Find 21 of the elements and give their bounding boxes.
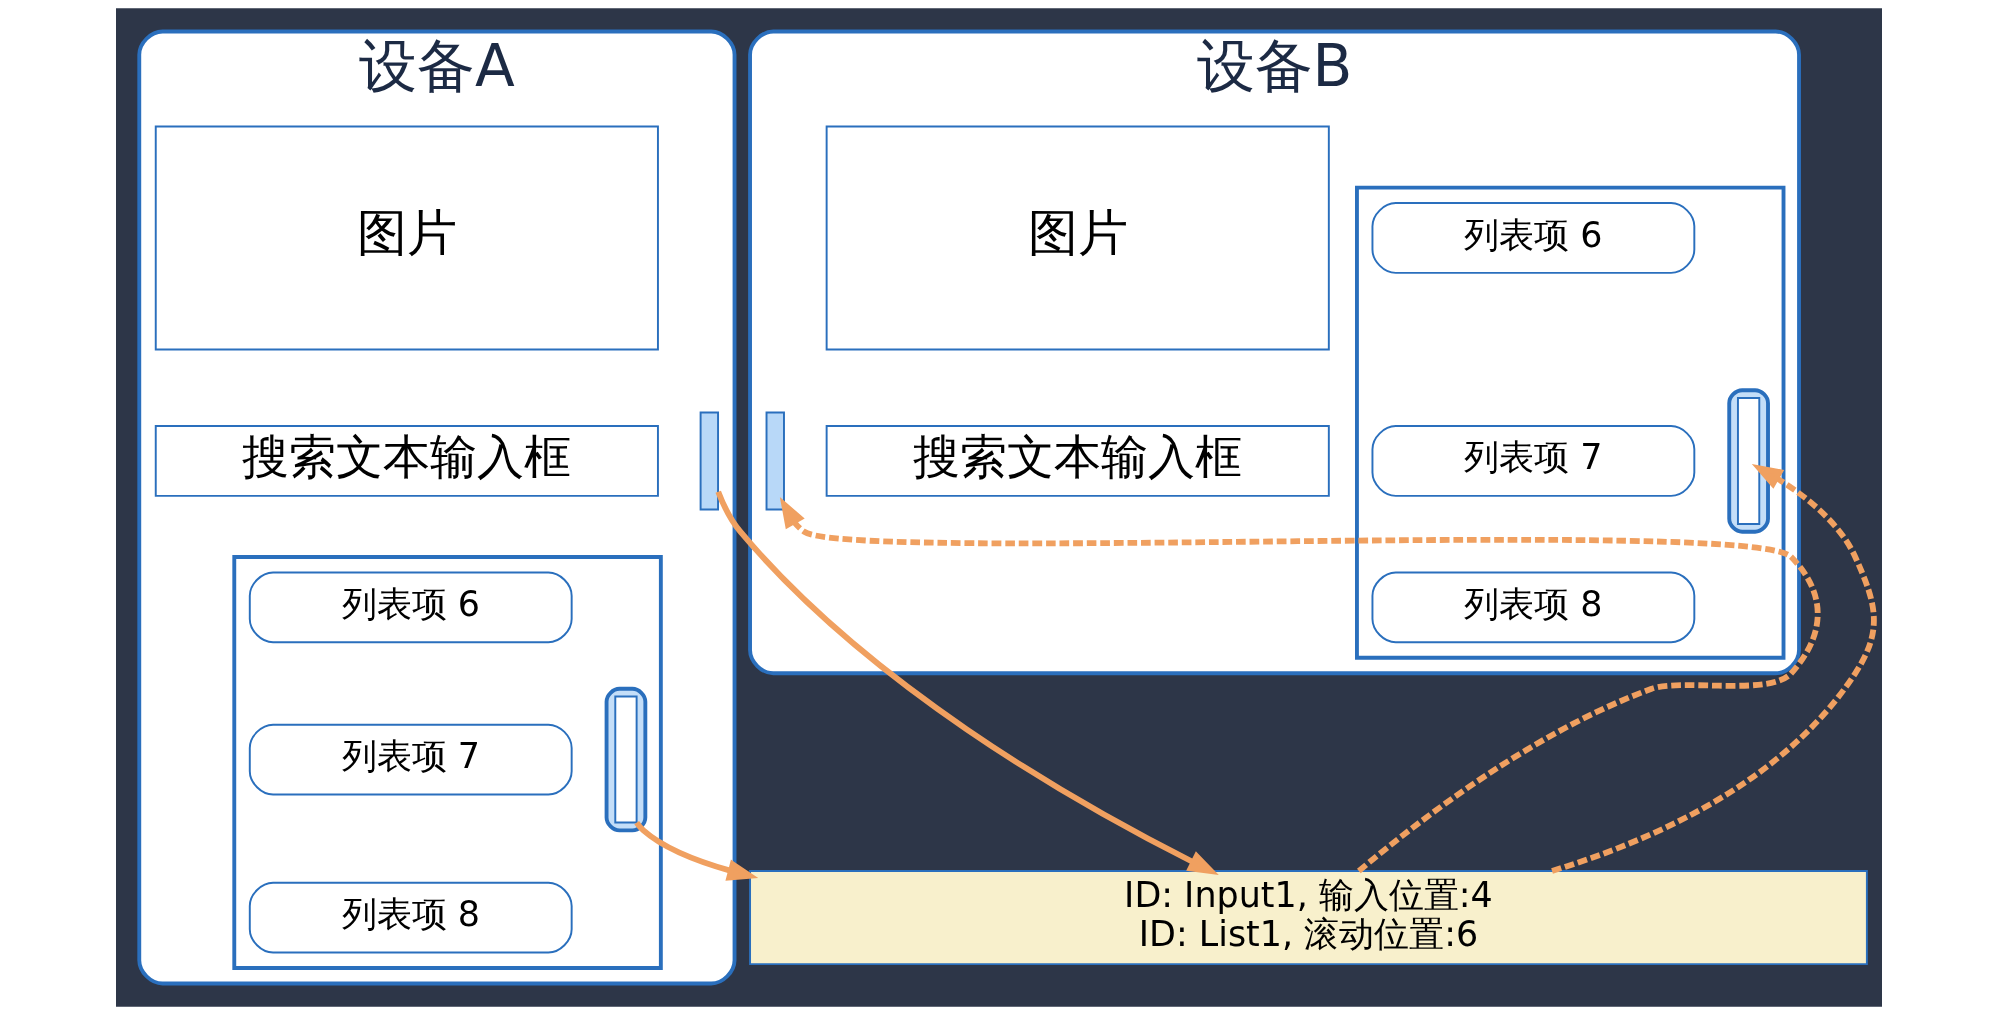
node-box: 搜索文本输入框 bbox=[825, 425, 1330, 497]
arrow bbox=[779, 497, 1820, 874]
node-bar bbox=[699, 411, 719, 511]
node-bar bbox=[765, 411, 785, 511]
node-box: 图片 bbox=[825, 125, 1330, 351]
node-box: ID: Input1, 输入位置:4 ID: List1, 滚动位置:6 bbox=[748, 870, 1868, 966]
node-box: 列表项 8 bbox=[248, 881, 573, 954]
cluster bbox=[604, 686, 647, 833]
node-box: 列表项 7 bbox=[248, 723, 573, 796]
arrow bbox=[715, 490, 1219, 875]
node-box: 列表项 6 bbox=[248, 571, 573, 644]
node-box: 列表项 8 bbox=[1371, 571, 1695, 644]
cluster bbox=[1726, 388, 1770, 534]
node-box bbox=[1736, 396, 1760, 525]
cluster bbox=[231, 555, 663, 970]
node-box: 图片 bbox=[154, 125, 659, 351]
node-box: 搜索文本输入框 bbox=[154, 425, 659, 497]
node-box: 列表项 6 bbox=[1371, 202, 1695, 274]
arrow bbox=[1550, 463, 1877, 874]
node-box: 列表项 7 bbox=[1371, 425, 1695, 497]
node-box bbox=[613, 695, 638, 824]
